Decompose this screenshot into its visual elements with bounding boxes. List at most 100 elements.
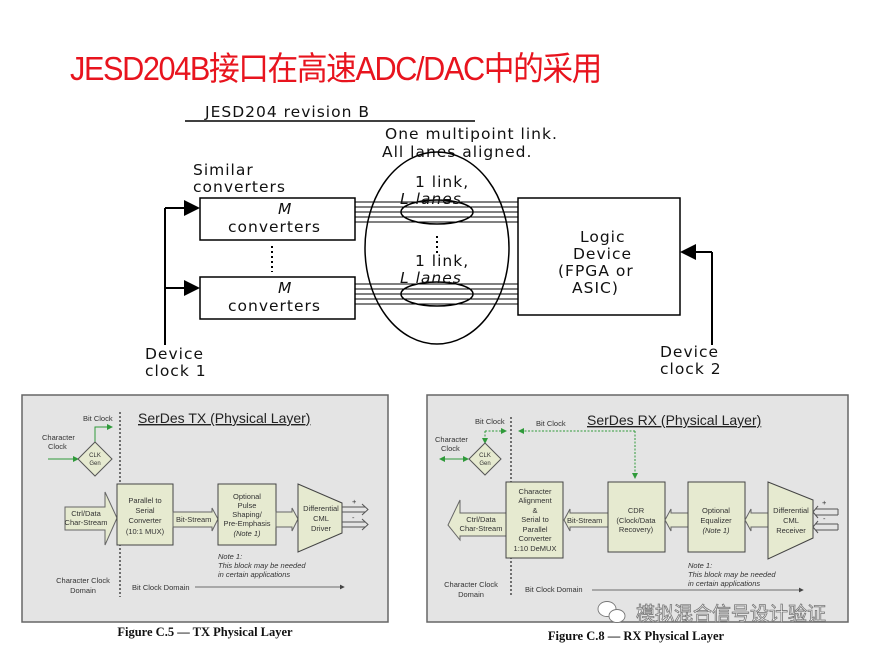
block-label: (10:1 MUX) [126, 527, 165, 536]
device-clock-1-line2: clock 1 [145, 362, 207, 380]
similar-converters-line1: Similar [193, 161, 254, 179]
output-stream-arrow [447, 499, 507, 542]
link-1-label-line1: 1 link, [415, 173, 469, 191]
block-label: & [532, 506, 537, 515]
converter-block-2: M converters [199, 276, 356, 320]
block-label: Differential [303, 504, 339, 513]
rx-title: SerDes RX (Physical Layer) [587, 412, 761, 428]
output-minus-arrow [342, 518, 369, 531]
logic-device-line2: Device [573, 245, 632, 263]
device-clock-2-line2: clock 2 [660, 360, 722, 378]
input-minus-arrow [812, 520, 839, 534]
block-label: Equalizer [700, 516, 732, 525]
converter-m-label: M [278, 200, 292, 218]
diagram-header: JESD204 revision B [204, 103, 370, 121]
block-label: Converter [129, 516, 162, 525]
block-label: Differential [773, 506, 809, 515]
note-label: Note 1: [688, 561, 712, 570]
block-label: CML [783, 516, 799, 525]
clk-gen-diamond [468, 442, 502, 476]
lane-lines [355, 201, 518, 305]
converter-block-1: M converters [199, 197, 356, 241]
output-stream-label: Char-Stream [460, 524, 503, 533]
bit-stream-label: Bit-Stream [176, 515, 211, 524]
note-text: in certain applications [218, 570, 290, 579]
logic-device-line3: (FPGA or [558, 262, 634, 280]
clk-gen-label: CLK [479, 453, 491, 459]
block-label: Driver [311, 524, 332, 533]
tx-physical-layer-figure: SerDes TX (Physical Layer) Bit Clock Cha… [21, 394, 389, 639]
bit-clock-label: Bit Clock [536, 419, 566, 428]
device-clock-2-line1: Device [660, 343, 719, 361]
block-label: Serial [135, 506, 155, 515]
block-label: Character [519, 487, 552, 496]
char-clock-domain-label: Domain [458, 590, 484, 599]
character-clock-label: Character [42, 433, 75, 442]
logic-device-line4: ASIC) [572, 279, 619, 297]
character-clock-label: Character [435, 435, 468, 444]
char-clock-domain-label: Domain [70, 586, 96, 595]
note-text: in certain applications [688, 579, 760, 588]
minus-label: - [823, 514, 826, 523]
bit-clock-label: Bit Clock [83, 414, 113, 423]
block-label: (Clock/Data [616, 516, 656, 525]
device-clock-1-line1: Device [145, 345, 204, 363]
link-2-label-line1: 1 link, [415, 252, 469, 270]
converter-label: converters [228, 218, 321, 236]
cml-driver-block [297, 483, 343, 553]
parallel-to-serial-block [116, 483, 174, 546]
block-label: Parallel to [128, 496, 161, 505]
device-clock-1-lines [164, 200, 200, 345]
logic-device-line1: Logic [580, 228, 626, 246]
block-label: CML [313, 514, 329, 523]
block-label: Optional [702, 506, 730, 515]
character-clock-label: Clock [48, 442, 67, 451]
output-stream-label: Ctrl/Data [466, 515, 496, 524]
wechat-icon [597, 601, 626, 623]
char-clock-domain-label: Character Clock [444, 580, 498, 589]
bit-clock-domain-label: Bit Clock Domain [525, 585, 583, 594]
watermark-text: 模拟混合信号设计验证 [636, 603, 826, 625]
block-label: Serial to [521, 515, 549, 524]
note-text: This block may be needed [688, 570, 776, 579]
pulse-shaping-block [217, 483, 277, 546]
block-label: (Note 1) [702, 526, 730, 535]
input-stream-label: Ctrl/Data [71, 509, 101, 518]
clk-gen-label: Gen [479, 461, 490, 467]
cdr-block [607, 481, 666, 553]
tx-title: SerDes TX (Physical Layer) [138, 410, 310, 426]
input-stream-label: Char-Stream [65, 518, 108, 527]
multipoint-link-ellipse [364, 151, 510, 345]
input-stream-arrow [64, 491, 118, 546]
clk-gen-label: CLK [89, 453, 101, 459]
link-note-line2: All lanes aligned. [382, 143, 532, 161]
link-1-label-line2: L lanes [400, 190, 462, 208]
plus-label: + [352, 497, 357, 506]
block-label: Pulse [238, 501, 257, 510]
block-label: CDR [628, 506, 645, 515]
clk-gen-label: Gen [89, 461, 100, 467]
converter-label: converters [228, 297, 321, 315]
block-label: Shaping/ [232, 510, 263, 519]
bit-stream-arrow [563, 508, 609, 532]
link-1-ellipse [400, 199, 474, 225]
block-label: Recovery) [619, 525, 654, 534]
bit-clock-domain-label: Bit Clock Domain [132, 583, 190, 592]
block-label: Pre-Emphasis [223, 519, 270, 528]
link-2-label-line2: L lanes [400, 269, 462, 287]
equalizer-block [687, 481, 746, 553]
block-label: Converter [519, 534, 552, 543]
note-text: This block may be needed [218, 561, 306, 570]
device-clock-2-lines [680, 244, 713, 345]
equalizer-to-cdr-arrow [664, 508, 689, 532]
converter-m-label: M [278, 279, 292, 297]
jesd204-system-diagram: JESD204 revision B One multipoint link. … [145, 103, 722, 380]
slide-title: JESD204B接口在高速ADC/DAC中的采用 [70, 50, 602, 87]
block-label: 1:10 DeMUX [514, 544, 557, 553]
rx-figure-caption: Figure C.8 — RX Physical Layer [548, 629, 725, 643]
minus-label: - [352, 513, 355, 522]
plus-label: + [822, 498, 827, 507]
block-label: Receiver [776, 526, 806, 535]
serial-to-parallel-block [505, 481, 564, 559]
